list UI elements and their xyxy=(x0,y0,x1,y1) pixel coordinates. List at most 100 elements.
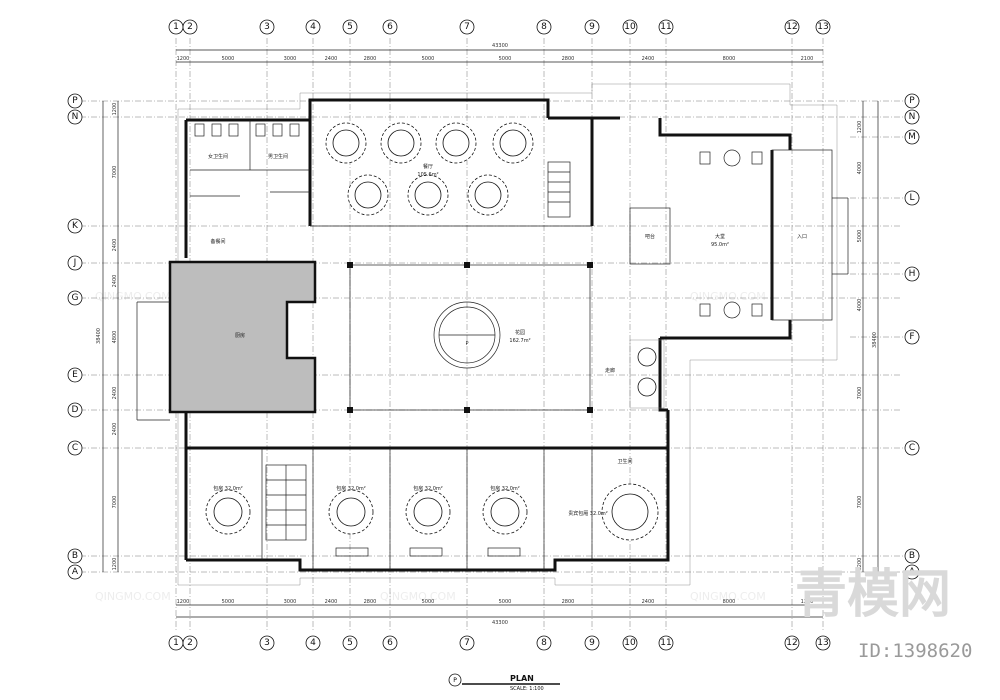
dimension-overall-top: 43300 xyxy=(492,43,508,49)
vip-room-label: 贵宾包厢 32.0m² xyxy=(568,510,608,517)
svg-text:A: A xyxy=(909,567,916,577)
grid-bubble-col-11: 11 xyxy=(658,19,674,35)
svg-text:QINGMO.COM: QINGMO.COM xyxy=(690,290,766,303)
round-table xyxy=(380,122,422,164)
grid-bubble-row-P: P xyxy=(904,93,920,109)
dimension-chain-bottom: 1200 5000 3000 2400 2800 5000 5000 2800 … xyxy=(176,599,823,626)
banquet-tables xyxy=(325,122,534,216)
svg-text:8000: 8000 xyxy=(723,56,736,62)
round-table xyxy=(467,174,509,216)
svg-text:2400: 2400 xyxy=(642,56,655,62)
private-room-2-label: 包房 32.0m² xyxy=(336,485,366,492)
watermark-logo-text: 青模网 xyxy=(795,565,951,625)
dimension-chain-right: 38400 1200 4000 5000 4000 7000 7000 1200 xyxy=(857,101,879,572)
column-bubbles-top: 1 2 3 4 5 6 7 8 9 10 11 12 13 xyxy=(168,19,831,35)
grid-bubble-row-B: B xyxy=(904,548,920,564)
grid-bubble-col-5: 5 xyxy=(342,19,358,35)
svg-text:8: 8 xyxy=(541,638,547,648)
svg-text:2800: 2800 xyxy=(364,56,377,62)
svg-text:K: K xyxy=(72,221,79,231)
svg-text:1200: 1200 xyxy=(857,558,863,571)
row-bubbles-right: P N M L H F C B A xyxy=(904,93,920,580)
dimension-overall-left: 38400 xyxy=(96,328,102,344)
round-table xyxy=(407,174,449,216)
svg-text:QINGMO.COM: QINGMO.COM xyxy=(95,290,171,303)
svg-text:2400: 2400 xyxy=(642,599,655,605)
round-table xyxy=(601,483,659,541)
column-bubbles-bottom: 1 2 3 4 5 6 7 8 9 10 11 12 13 xyxy=(168,635,831,651)
svg-text:5000: 5000 xyxy=(499,56,512,62)
svg-text:1200: 1200 xyxy=(801,599,814,605)
lobby-area: 95.0m² xyxy=(711,242,729,248)
grid-bubble-col-12: 12 xyxy=(784,19,800,35)
exterior-walls xyxy=(184,98,792,572)
grid-bubble-row-C: C xyxy=(67,440,83,456)
private-room-1-label: 包房 32.0m² xyxy=(213,485,243,492)
svg-text:8: 8 xyxy=(541,22,547,32)
grid-bubble-col-8: 8 xyxy=(536,19,552,35)
svg-text:10: 10 xyxy=(624,22,636,32)
svg-text:2100: 2100 xyxy=(801,56,814,62)
atrium-center-label: P xyxy=(465,341,468,347)
grid-bubble-row-G: G xyxy=(67,290,83,306)
background-watermark: QINGMO.COM QINGMO.COM QINGMO.COM QINGMO.… xyxy=(95,290,766,603)
dimension-overall-right: 38400 xyxy=(872,332,878,348)
grid-bubble-col-3: 3 xyxy=(259,635,275,651)
round-table xyxy=(347,174,389,216)
dimension-chain-left: 38400 1200 7000 2400 2400 4800 2400 2400… xyxy=(96,101,119,572)
atrium-label: 花园 xyxy=(515,329,525,336)
svg-text:12: 12 xyxy=(786,22,797,32)
svg-text:QINGMO.COM: QINGMO.COM xyxy=(95,590,171,603)
svg-text:5000: 5000 xyxy=(222,56,235,62)
private-room-tables xyxy=(205,483,659,541)
grid-bubble-col-5: 5 xyxy=(342,635,358,651)
svg-text:7000: 7000 xyxy=(112,166,118,179)
round-table xyxy=(435,122,477,164)
svg-text:5000: 5000 xyxy=(222,599,235,605)
grid-bubble-row-B: B xyxy=(67,548,83,564)
bar-label: 吧台 xyxy=(645,233,655,240)
lounge-tables xyxy=(629,339,665,409)
svg-text:7000: 7000 xyxy=(857,496,863,509)
round-table xyxy=(492,122,534,164)
site-boundary xyxy=(177,83,838,586)
svg-text:M: M xyxy=(908,132,916,142)
svg-text:6: 6 xyxy=(387,22,393,32)
svg-text:2400: 2400 xyxy=(112,275,118,288)
svg-text:3: 3 xyxy=(264,22,270,32)
round-table xyxy=(637,347,657,367)
svg-text:11: 11 xyxy=(660,638,671,648)
north-stair xyxy=(547,161,571,218)
svg-text:4: 4 xyxy=(310,638,316,648)
svg-text:5000: 5000 xyxy=(422,56,435,62)
svg-text:2400: 2400 xyxy=(112,387,118,400)
svg-text:G: G xyxy=(72,293,79,303)
svg-text:9: 9 xyxy=(589,638,595,648)
svg-text:4000: 4000 xyxy=(857,299,863,312)
grid-bubble-col-9: 9 xyxy=(584,19,600,35)
grid-bubble-row-A: A xyxy=(67,564,83,580)
svg-text:4000: 4000 xyxy=(857,162,863,175)
svg-text:8000: 8000 xyxy=(723,599,736,605)
grid-bubble-row-K: K xyxy=(67,218,83,234)
svg-text:D: D xyxy=(72,405,79,415)
svg-text:4: 4 xyxy=(310,22,316,32)
grid-bubble-col-4: 4 xyxy=(305,19,321,35)
svg-text:7000: 7000 xyxy=(857,387,863,400)
title-symbol: P xyxy=(453,677,457,684)
restroom-female-label: 女卫生间 xyxy=(208,153,228,160)
grid-bubble-col-9: 9 xyxy=(584,635,600,651)
grid-bubble-row-C: C xyxy=(904,440,920,456)
svg-text:5000: 5000 xyxy=(499,599,512,605)
restroom-male-label: 男卫生间 xyxy=(268,153,288,160)
svg-text:2400: 2400 xyxy=(112,239,118,252)
svg-text:2400: 2400 xyxy=(112,423,118,436)
svg-text:2800: 2800 xyxy=(364,599,377,605)
svg-text:12: 12 xyxy=(786,638,797,648)
grid-bubble-col-10: 10 xyxy=(622,635,638,651)
svg-text:5: 5 xyxy=(347,22,353,32)
grid-bubble-row-P: P xyxy=(67,93,83,109)
svg-text:5000: 5000 xyxy=(422,599,435,605)
svg-text:1200: 1200 xyxy=(112,558,118,571)
